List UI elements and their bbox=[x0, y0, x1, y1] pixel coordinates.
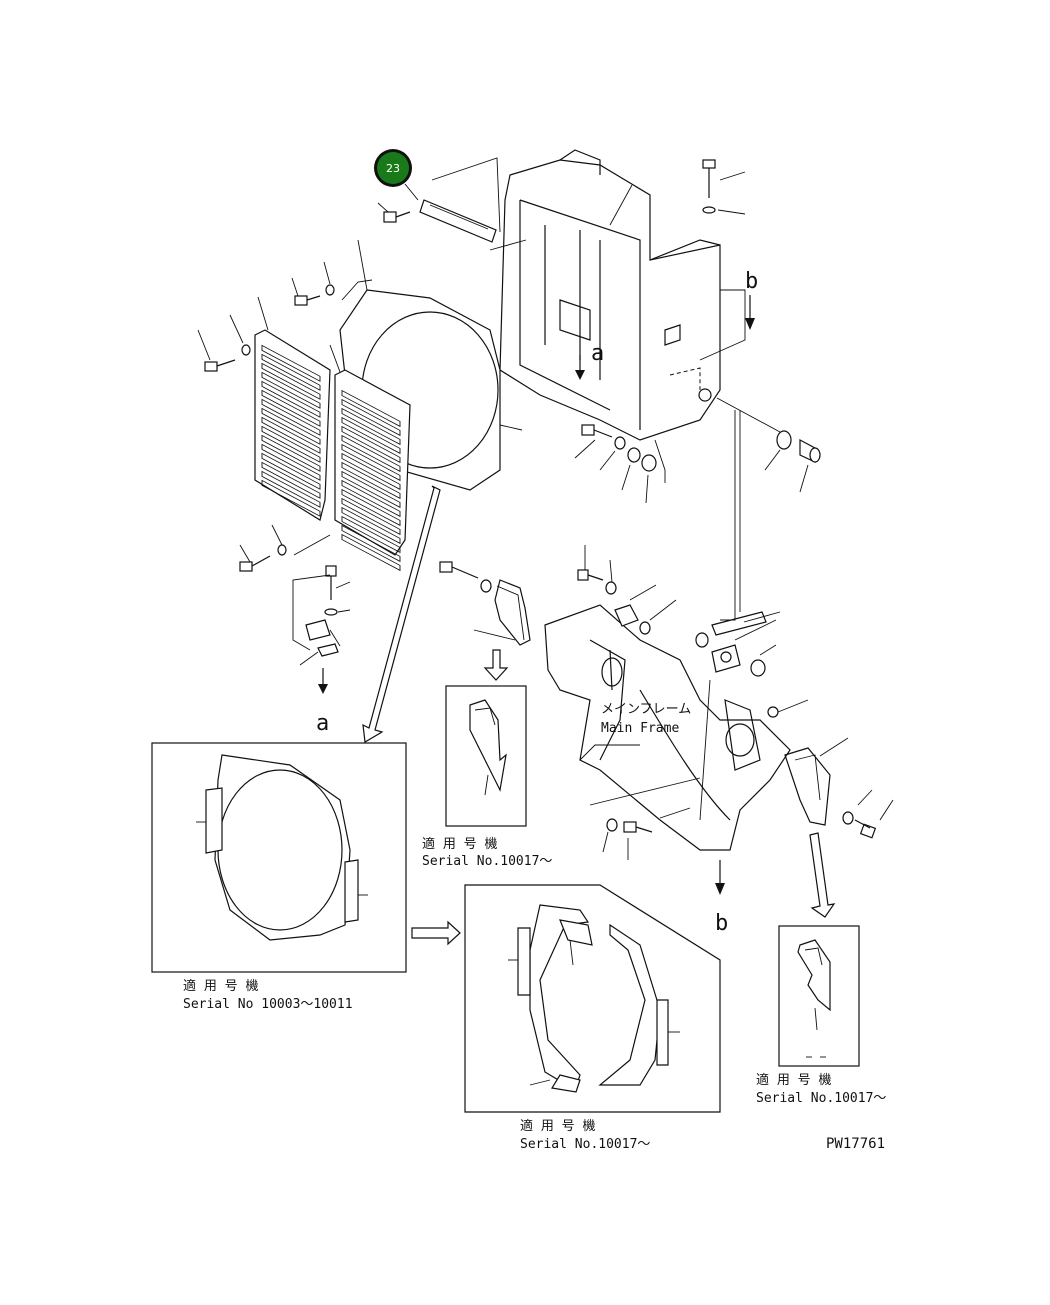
right-hardware bbox=[695, 410, 809, 718]
grille-slat bbox=[261, 398, 321, 436]
arrow-a-lower bbox=[318, 668, 328, 694]
arrow-b-lower bbox=[715, 860, 725, 895]
arrow-a-down bbox=[575, 355, 585, 380]
arrow-inset-transition bbox=[411, 920, 461, 946]
grille-slat bbox=[341, 398, 401, 437]
top-bolt bbox=[702, 159, 746, 215]
grille-bolts-upper bbox=[197, 261, 341, 373]
grille-slat bbox=[261, 380, 321, 418]
bushing-pair-right bbox=[716, 397, 821, 493]
grille-slat bbox=[341, 461, 401, 500]
grille-panel-left bbox=[254, 329, 331, 521]
grille-bolts-lower bbox=[239, 524, 351, 666]
grille-slat bbox=[341, 389, 401, 428]
grille-slat bbox=[261, 407, 321, 445]
inset-shroud-serial-10003-10011 bbox=[151, 742, 407, 973]
u-bar-left bbox=[439, 561, 531, 681]
arrow-b-down bbox=[745, 295, 755, 330]
main-frame bbox=[544, 604, 791, 851]
grille-slat bbox=[261, 479, 321, 517]
grille-slat bbox=[261, 443, 321, 481]
serial-jp-1: 適 用 号 機 bbox=[422, 836, 497, 852]
grille-slat bbox=[341, 434, 401, 473]
inset-ubar-right-serial-10017 bbox=[778, 925, 860, 1067]
grille-slat bbox=[261, 362, 321, 400]
grille-slat bbox=[261, 371, 321, 409]
u-bar-right bbox=[784, 737, 894, 918]
callout-badge-fill bbox=[377, 152, 409, 184]
serial-en-3: Serial No.10017～ bbox=[520, 1137, 650, 1152]
grille-slat bbox=[341, 470, 401, 509]
view-label-a: a bbox=[316, 711, 329, 736]
grille-slat bbox=[341, 479, 401, 518]
grille-slat bbox=[261, 425, 321, 463]
serial-jp-4: 適 用 号 機 bbox=[756, 1072, 831, 1088]
grille-slat bbox=[261, 389, 321, 427]
callout-number: 23 bbox=[386, 162, 400, 175]
serial-jp-2: 適 用 号 機 bbox=[183, 978, 258, 994]
grille-slat bbox=[341, 416, 401, 455]
nameplate-bolt bbox=[377, 202, 411, 223]
drawing-code: PW17761 bbox=[826, 1136, 885, 1152]
grille-slat bbox=[341, 533, 401, 572]
view-label-b: b bbox=[745, 269, 758, 294]
nameplate bbox=[419, 157, 501, 243]
grille-slat bbox=[341, 443, 401, 482]
grille-slat bbox=[341, 452, 401, 491]
radiator-guard-frame bbox=[499, 149, 746, 441]
main-frame-label-jp: メインフレーム bbox=[601, 702, 691, 717]
grille-slat bbox=[341, 497, 401, 536]
grille-slat bbox=[341, 524, 401, 563]
grille-slat bbox=[261, 344, 321, 382]
bottom-bolt bbox=[602, 807, 691, 860]
grille-slat bbox=[261, 452, 321, 490]
grille-slat bbox=[261, 353, 321, 391]
arrow-to-inset-a bbox=[362, 485, 441, 743]
callout-leader bbox=[404, 183, 419, 201]
view-label-a-top: a bbox=[591, 341, 604, 366]
serial-en-2: Serial No 10003～10011 bbox=[183, 997, 353, 1012]
inset-ubar-serial-10017 bbox=[445, 685, 527, 827]
centre-hardware bbox=[577, 545, 677, 635]
grille-slat bbox=[261, 416, 321, 454]
grille-slat bbox=[341, 407, 401, 446]
grille-slat bbox=[341, 506, 401, 545]
main-frame-label-en: Main Frame bbox=[601, 721, 679, 736]
view-label-b-bottom: b bbox=[715, 911, 728, 936]
frame-mount-hardware bbox=[574, 424, 666, 504]
grille-slat bbox=[341, 425, 401, 464]
serial-jp-3: 適 用 号 機 bbox=[520, 1118, 595, 1134]
inset-split-shroud-serial-10017 bbox=[464, 884, 721, 1113]
grille-slat bbox=[341, 488, 401, 527]
callout-badge-23[interactable]: 23 bbox=[374, 149, 412, 187]
serial-en-4: Serial No.10017～ bbox=[756, 1091, 886, 1106]
grille-slat bbox=[261, 470, 321, 508]
grille-slat bbox=[261, 434, 321, 472]
grille-panel-right bbox=[334, 369, 411, 572]
grille-slat bbox=[261, 461, 321, 499]
grille-slat bbox=[341, 515, 401, 554]
serial-en-1: Serial No.10017～ bbox=[422, 854, 552, 869]
